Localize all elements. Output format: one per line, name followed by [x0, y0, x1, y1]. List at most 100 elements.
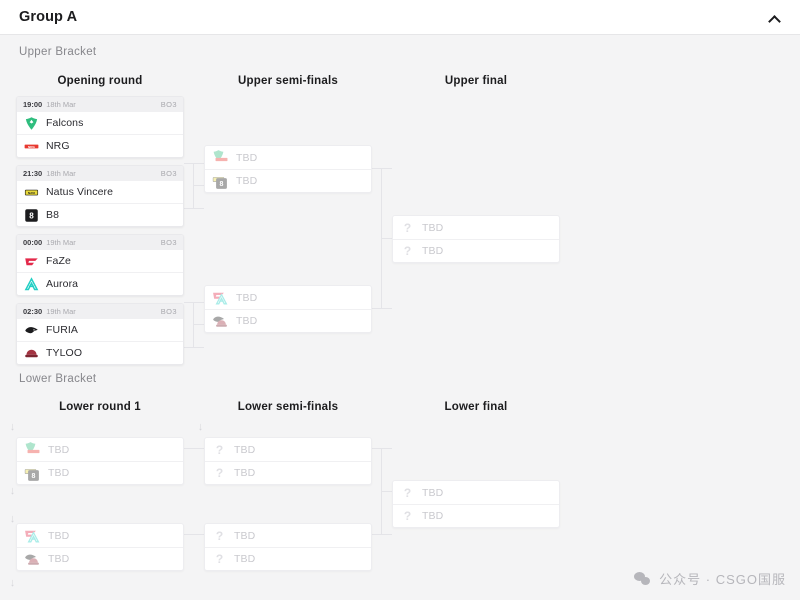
connector	[184, 347, 204, 348]
team-name: TBD	[236, 175, 258, 187]
match-time: 00:00	[23, 237, 43, 247]
round-label-lower-round-1: Lower round 1	[59, 401, 141, 413]
match-card[interactable]: 00:00 19th Mar BO3 FaZe Aurora	[16, 234, 184, 296]
team-row[interactable]: NRG NRG	[17, 134, 183, 157]
team-row[interactable]: 8 TBD	[205, 169, 371, 192]
team-row[interactable]: Falcons	[17, 111, 183, 134]
furia-tyloo-stack-icon	[212, 313, 229, 330]
team-row[interactable]: NAVI Natus Vincere	[17, 180, 183, 203]
connector	[184, 163, 204, 164]
connector	[372, 534, 392, 535]
watermark-text: 公众号 · CSGO国服	[659, 572, 786, 587]
faze-logo	[24, 254, 39, 269]
lower-bracket-label: Lower Bracket	[19, 373, 97, 385]
match-card[interactable]: TBD TBD	[16, 523, 184, 571]
team-row[interactable]: ? TBD	[205, 438, 371, 461]
upper-bracket-label: Upper Bracket	[19, 46, 97, 58]
faze-aurora-stack-icon	[24, 527, 41, 544]
team-row[interactable]: TBD	[17, 438, 183, 461]
team-row[interactable]: ? TBD	[393, 504, 559, 527]
team-row[interactable]: 8 B8	[17, 203, 183, 226]
match-date: 19th Mar	[46, 237, 76, 247]
team-name: TBD	[236, 291, 258, 304]
match-card[interactable]: ? TBD ? TBD	[204, 523, 372, 571]
match-format: BO3	[160, 99, 177, 109]
match-format: BO3	[160, 168, 177, 178]
match-date: 18th Mar	[46, 168, 76, 178]
team-row[interactable]: TBD	[205, 286, 371, 309]
team-row[interactable]: ? TBD	[205, 461, 371, 484]
match-card[interactable]: TBD 8 TBD	[16, 437, 184, 485]
round-label-lower-final: Lower final	[444, 401, 508, 413]
match-card[interactable]: 19:00 18th Mar BO3 Falcons NRG NRG	[16, 96, 184, 158]
match-header: 00:00 19th Mar BO3	[17, 235, 183, 249]
team-name: TBD	[422, 486, 444, 499]
team-name: TBD	[236, 151, 258, 164]
team-name: TBD	[48, 467, 70, 479]
unknown-icon: ?	[215, 466, 224, 480]
team-row[interactable]: Aurora	[17, 272, 183, 295]
loser-drop-arrow: ↓	[9, 421, 16, 433]
unknown-icon: ?	[403, 220, 412, 235]
round-label-opening: Opening round	[57, 75, 143, 87]
team-row[interactable]: ? TBD	[393, 216, 559, 239]
match-header: 02:30 19th Mar BO3	[17, 304, 183, 318]
team-row[interactable]: FaZe	[17, 249, 183, 272]
match-header: 19:00 18th Mar BO3	[17, 97, 183, 111]
team-row[interactable]: FURIA	[17, 318, 183, 341]
team-row[interactable]: ? TBD	[393, 239, 559, 262]
furia-logo	[24, 323, 39, 338]
connector	[184, 208, 204, 209]
team-name: FaZe	[46, 255, 71, 267]
loser-drop-arrow: ↓	[9, 485, 16, 497]
team-name: TBD	[48, 553, 70, 565]
team-name: FURIA	[46, 324, 78, 336]
wechat-icon	[634, 571, 651, 586]
team-row[interactable]: TBD	[205, 146, 371, 169]
connector	[193, 324, 204, 325]
match-time: 21:30	[23, 168, 43, 178]
match-time: 02:30	[23, 306, 43, 316]
unknown-icon: ?	[215, 552, 224, 566]
match-card[interactable]: 02:30 19th Mar BO3 FURIA TYLOO	[16, 303, 184, 365]
svg-text:8: 8	[29, 211, 34, 220]
team-name: Falcons	[46, 117, 84, 129]
team-name: TBD	[234, 529, 256, 542]
team-row[interactable]: TBD	[17, 524, 183, 547]
round-label-lower-semis: Lower semi-finals	[237, 401, 339, 413]
falcons-logo	[24, 116, 39, 131]
team-name: TBD	[422, 510, 444, 522]
team-name: TBD	[422, 221, 444, 234]
team-row[interactable]: 8 TBD	[17, 461, 183, 484]
team-name: TBD	[234, 553, 256, 565]
unknown-icon: ?	[403, 509, 412, 523]
match-card[interactable]: TBD TBD	[204, 285, 372, 333]
match-card[interactable]: 21:30 18th Mar BO3 NAVI Natus Vincere 8 …	[16, 165, 184, 227]
match-format: BO3	[160, 306, 177, 316]
team-name: TBD	[234, 443, 256, 456]
match-time: 19:00	[23, 99, 43, 109]
match-card[interactable]: ? TBD ? TBD	[392, 480, 560, 528]
connector	[372, 448, 392, 449]
team-row[interactable]: TBD	[205, 309, 371, 332]
match-card[interactable]: ? TBD ? TBD	[204, 437, 372, 485]
team-row[interactable]: ? TBD	[205, 547, 371, 570]
team-row[interactable]: TBD	[17, 547, 183, 570]
unknown-icon: ?	[215, 442, 224, 457]
falcons-nrg-stack-icon	[24, 441, 41, 458]
team-name: TBD	[48, 443, 70, 456]
loser-drop-arrow: ↓	[197, 421, 204, 433]
team-row[interactable]: ? TBD	[205, 524, 371, 547]
unknown-icon: ?	[215, 528, 224, 543]
match-card[interactable]: ? TBD ? TBD	[392, 215, 560, 263]
match-card[interactable]: TBD 8 TBD	[204, 145, 372, 193]
round-label-upper-semis: Upper semi-finals	[238, 75, 338, 87]
team-row[interactable]: ? TBD	[393, 481, 559, 504]
navi-b8-stack-icon: 8	[212, 173, 229, 190]
team-row[interactable]: TYLOO	[17, 341, 183, 364]
bracket-board: Upper Bracket Opening round Upper semi-f…	[0, 35, 800, 600]
collapse-group-button[interactable]	[764, 9, 784, 27]
team-name: TYLOO	[46, 347, 83, 359]
connector	[193, 185, 204, 186]
